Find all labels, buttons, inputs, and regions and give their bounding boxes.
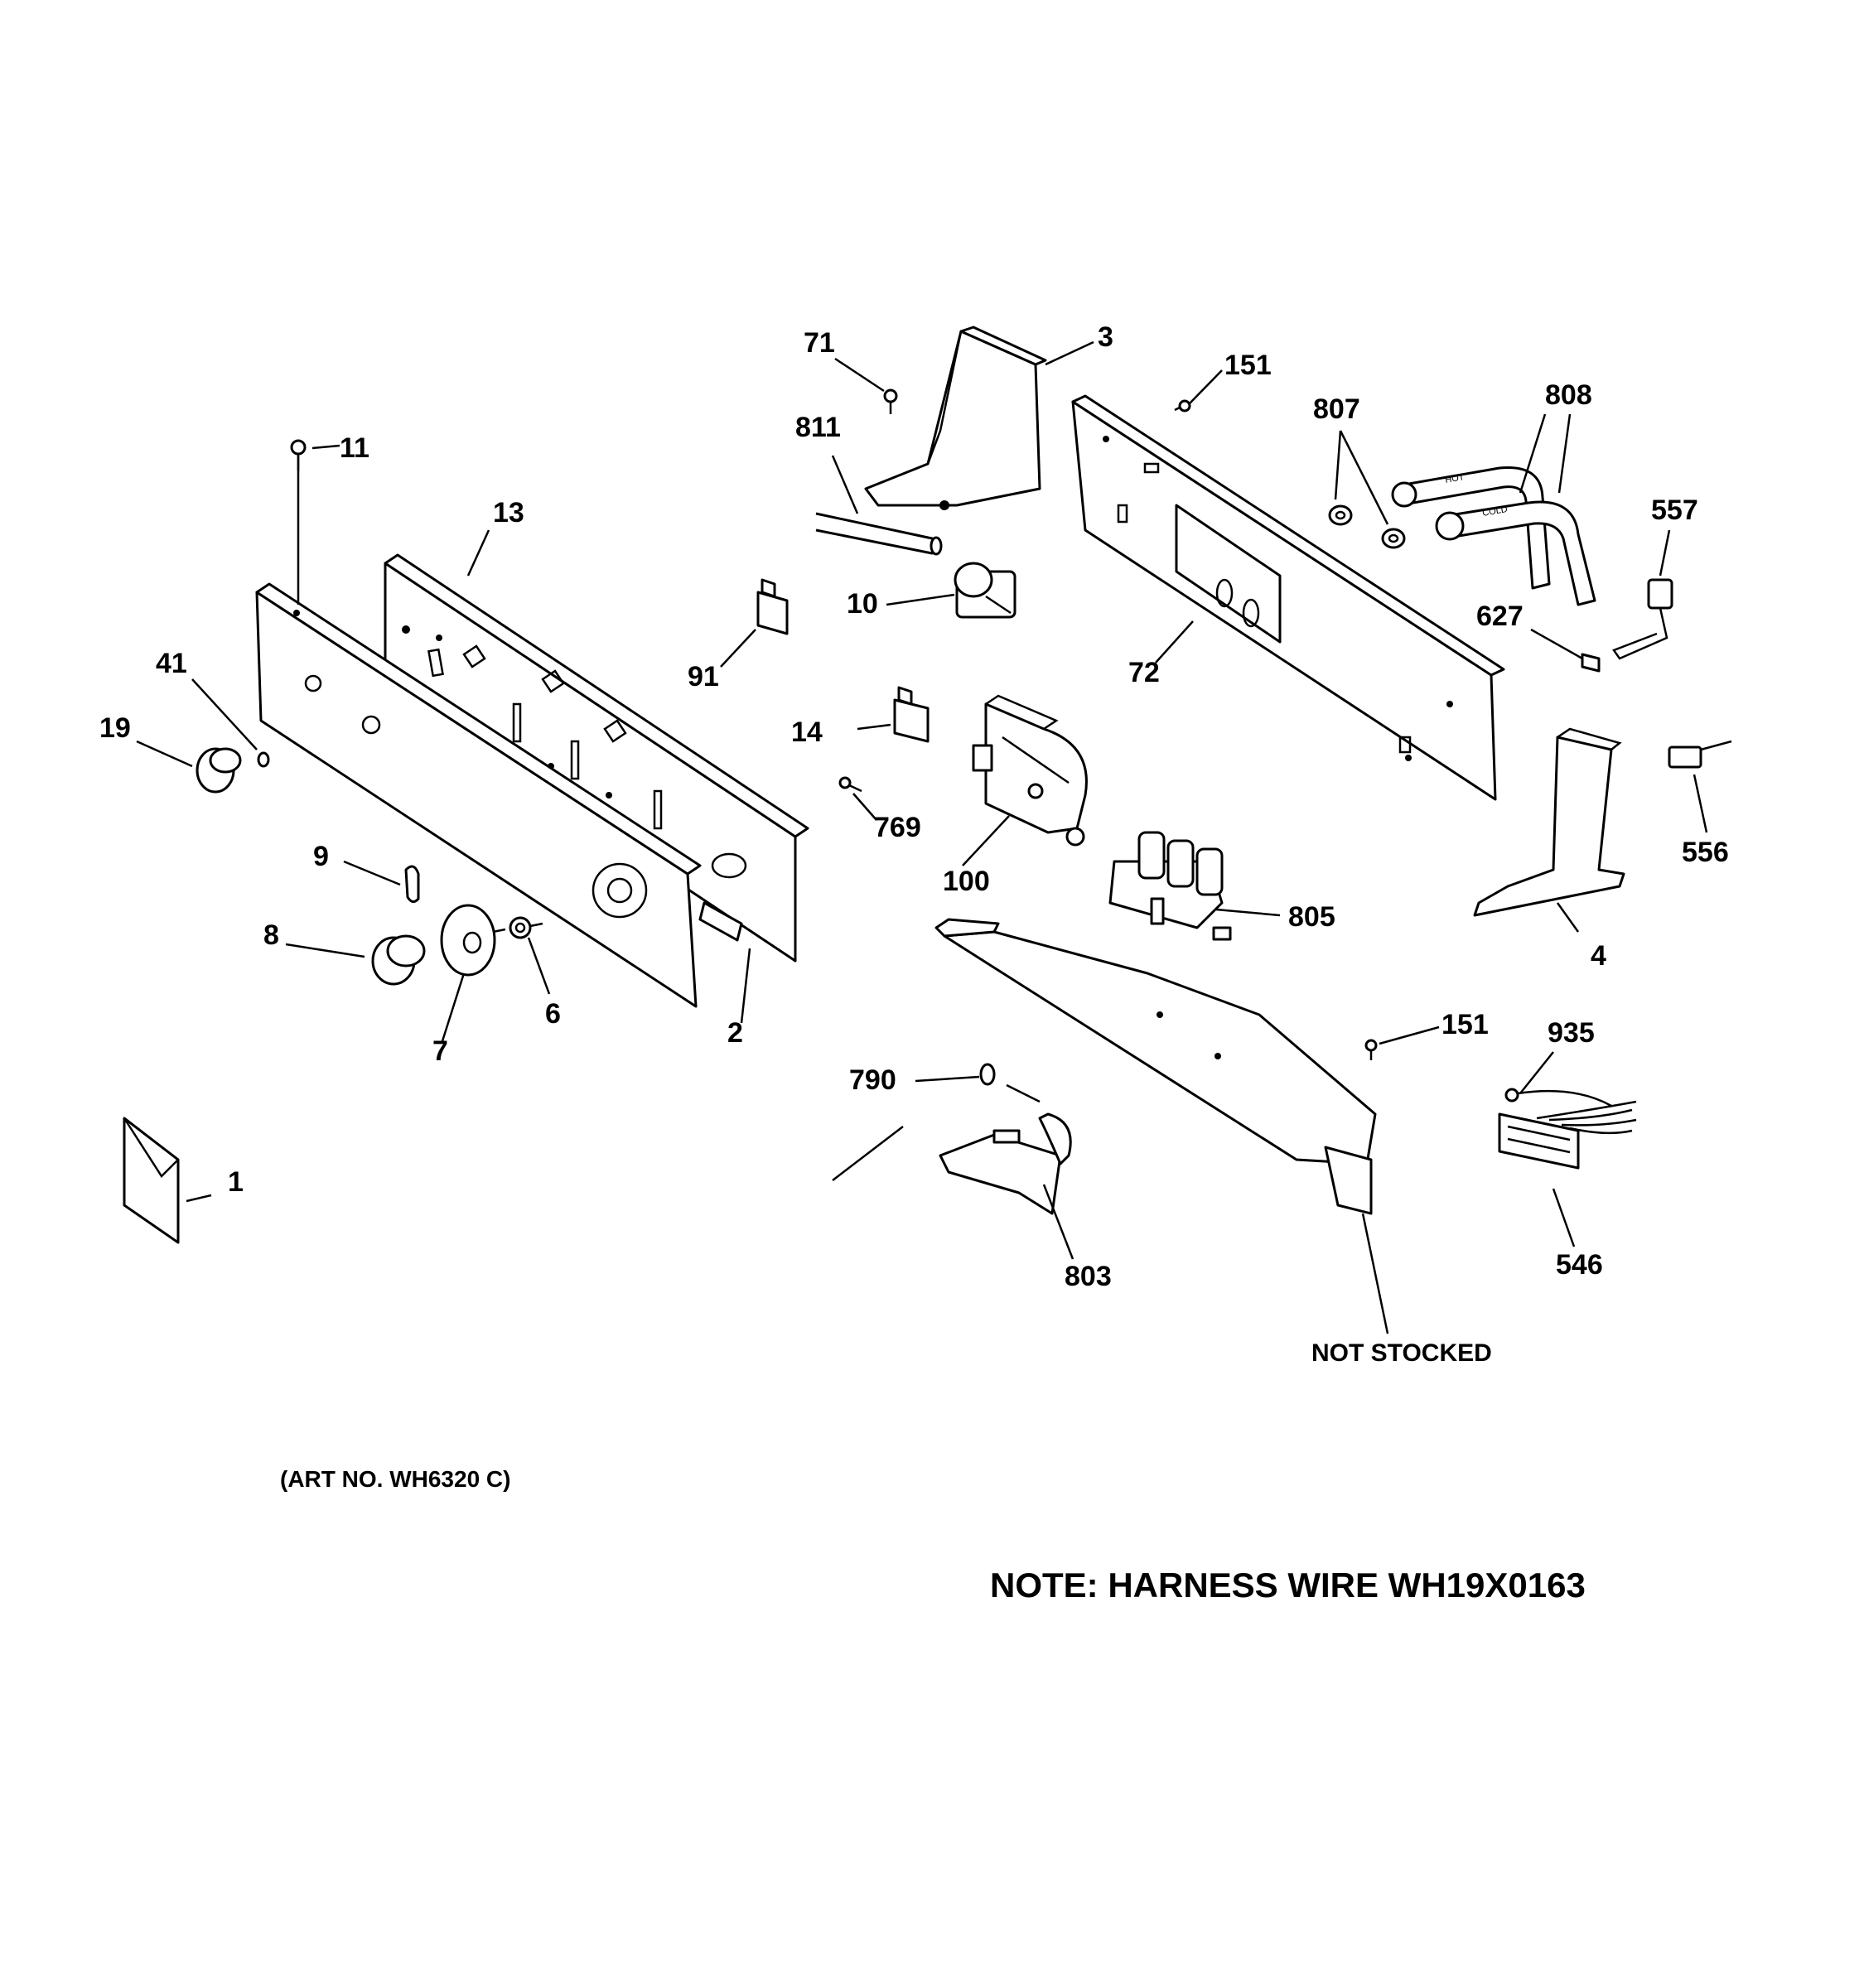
part-14-switch	[893, 686, 930, 743]
part-100-timer	[972, 694, 1088, 847]
label-41: 41	[156, 648, 187, 679]
leader-lines	[136, 340, 1708, 1334]
harness-wire-note: NOTE: HARNESS WIRE WH19X0163	[990, 1566, 1586, 1604]
part-7-timer-dial	[440, 904, 496, 977]
part-808-fill-hoses: HOT COLD	[1391, 466, 1596, 606]
hose-label-hot: HOT	[1444, 472, 1465, 485]
part-11-screw	[290, 439, 307, 605]
part-2-console-front-panel	[255, 582, 743, 1008]
hose-label-cold: COLD	[1481, 504, 1508, 519]
part-790-clip	[979, 1063, 1041, 1103]
label-807: 807	[1313, 393, 1360, 425]
label-546: 546	[1556, 1249, 1603, 1281]
label-91: 91	[688, 661, 719, 692]
part-72-rear-panel	[1071, 394, 1505, 801]
part-19-knob	[196, 747, 242, 794]
label-6: 6	[545, 998, 561, 1030]
label-14: 14	[791, 717, 823, 748]
part-10-pressure-switch	[954, 562, 1017, 619]
part-labels: 71 3 151 807 808 811 11 13 557 10 627 91…	[99, 321, 1729, 1292]
label-1: 1	[228, 1166, 244, 1198]
part-627-grommet	[1581, 653, 1601, 673]
label-11: 11	[340, 432, 369, 464]
label-8: 8	[263, 919, 279, 951]
part-9-spring-clip	[404, 865, 420, 903]
label-2: 2	[727, 1017, 743, 1049]
part-546-harness-connector	[1498, 1100, 1637, 1170]
label-151-top: 151	[1224, 350, 1272, 381]
part-8-timer-knob	[371, 934, 426, 986]
part-769-screw	[838, 776, 862, 793]
label-803: 803	[1065, 1261, 1112, 1292]
part-557-power-cord	[1612, 578, 1673, 660]
part-811-hose	[815, 512, 943, 556]
part-1-manual-envelope	[123, 1117, 180, 1244]
part-803-sensor	[939, 1112, 1072, 1215]
part-91-switch	[756, 578, 789, 635]
label-71: 71	[804, 327, 835, 359]
part-935-ground-wire	[1504, 1088, 1612, 1107]
label-557: 557	[1651, 495, 1698, 526]
part-151-screw-lower	[1364, 1039, 1378, 1060]
label-769: 769	[874, 812, 921, 843]
part-lower-bracket-not-stocked	[934, 918, 1377, 1215]
part-3-end-cap	[864, 326, 1047, 510]
label-19: 19	[99, 712, 131, 744]
part-805-water-valve	[1108, 831, 1232, 941]
label-556: 556	[1682, 837, 1729, 868]
label-4: 4	[1591, 940, 1606, 972]
label-151-lower: 151	[1441, 1009, 1489, 1040]
label-13: 13	[493, 497, 524, 528]
label-100: 100	[943, 866, 990, 897]
label-805: 805	[1288, 901, 1335, 933]
label-9: 9	[313, 841, 329, 872]
not-stocked-label: NOT STOCKED	[1311, 1339, 1492, 1367]
label-627: 627	[1476, 601, 1524, 632]
part-71-screw	[883, 388, 898, 414]
part-6-nut	[509, 916, 532, 939]
label-10: 10	[847, 588, 878, 620]
part-151-screw-top	[1174, 399, 1191, 413]
label-7: 7	[432, 1035, 448, 1067]
label-3: 3	[1098, 321, 1113, 353]
label-935: 935	[1548, 1017, 1595, 1049]
part-556-connector	[1668, 740, 1732, 769]
art-number: (ART NO. WH6320 C)	[280, 1466, 510, 1492]
label-808: 808	[1545, 379, 1592, 411]
label-790: 790	[849, 1064, 896, 1096]
part-41-clip	[257, 751, 270, 768]
label-811: 811	[795, 412, 841, 443]
part-807-washers	[1328, 504, 1406, 549]
part-4-end-cap	[1473, 727, 1625, 917]
label-72: 72	[1128, 657, 1160, 688]
